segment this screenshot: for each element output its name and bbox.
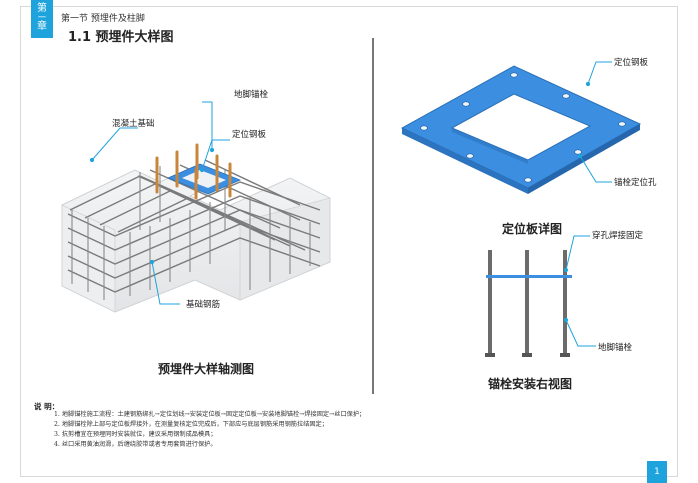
chapter-tab-line2: 章 [37, 21, 47, 32]
note-item: 1. 地脚锚栓施工流程：土建钢筋绑扎→定位划线→安装定位板→固定定位板→安装地脚… [54, 411, 366, 418]
bolt-figure-caption: 锚栓安装右视图 [488, 377, 573, 391]
callout-anchor-hole: 锚栓定位孔 [614, 178, 657, 188]
callout-positioning-plate-left: 定位钢板 [232, 130, 267, 140]
page-frame [20, 6, 678, 477]
note-item: 4. 丝口采用黄油润滑，后缠绕胶带或者专用套筒进行保护。 [54, 441, 217, 448]
bolt-leader-lines [563, 235, 596, 347]
callout-concrete-foundation: 混凝土基础 [112, 119, 155, 129]
center-divider [372, 38, 374, 394]
bolt-rods [485, 250, 570, 357]
chapter-tab: 第 一 章 [31, 0, 53, 38]
plate-leader-lines [577, 61, 612, 183]
callout-foundation-rebar: 基础钢筋 [186, 300, 221, 310]
chapter-tab-dash: 一 [38, 13, 46, 22]
left-figure-caption: 预埋件大样轴测图 [158, 362, 255, 376]
side-view-plate-bar [486, 275, 572, 278]
section-label: 第一节 预埋件及柱脚 [61, 14, 145, 24]
note-item: 2. 地脚锚栓除上部与定位板焊接外，在测量复核定位完成后，下部应与底层钢筋采用钢… [54, 421, 328, 428]
plate-holes [420, 72, 626, 183]
callout-positioning-plate-right: 定位钢板 [614, 58, 649, 68]
left-leader-lines [89, 101, 230, 305]
callout-weld-fix: 穿孔焊接固定 [592, 231, 644, 241]
page-title: 1.1 预埋件大样图 [68, 30, 174, 45]
plate-figure-caption: 定位板详图 [502, 222, 563, 236]
callout-anchor-bolt-right: 地脚锚栓 [598, 343, 633, 353]
callout-anchor-bolt-left: 地脚锚栓 [234, 90, 269, 100]
notes-list: 1. 地脚锚栓施工流程：土建钢筋绑扎→定位划线→安装定位板→固定定位板→安装地脚… [54, 410, 365, 450]
page-number: 1 [647, 461, 667, 483]
note-item: 3. 抗剪槽宜在预埋同时安装就位，建议采用钢制成品模具； [54, 431, 217, 438]
anchor-bolts-iso [155, 143, 232, 200]
chapter-tab-line1: 第 [37, 3, 47, 14]
notes-title: 说 明： [34, 402, 60, 411]
